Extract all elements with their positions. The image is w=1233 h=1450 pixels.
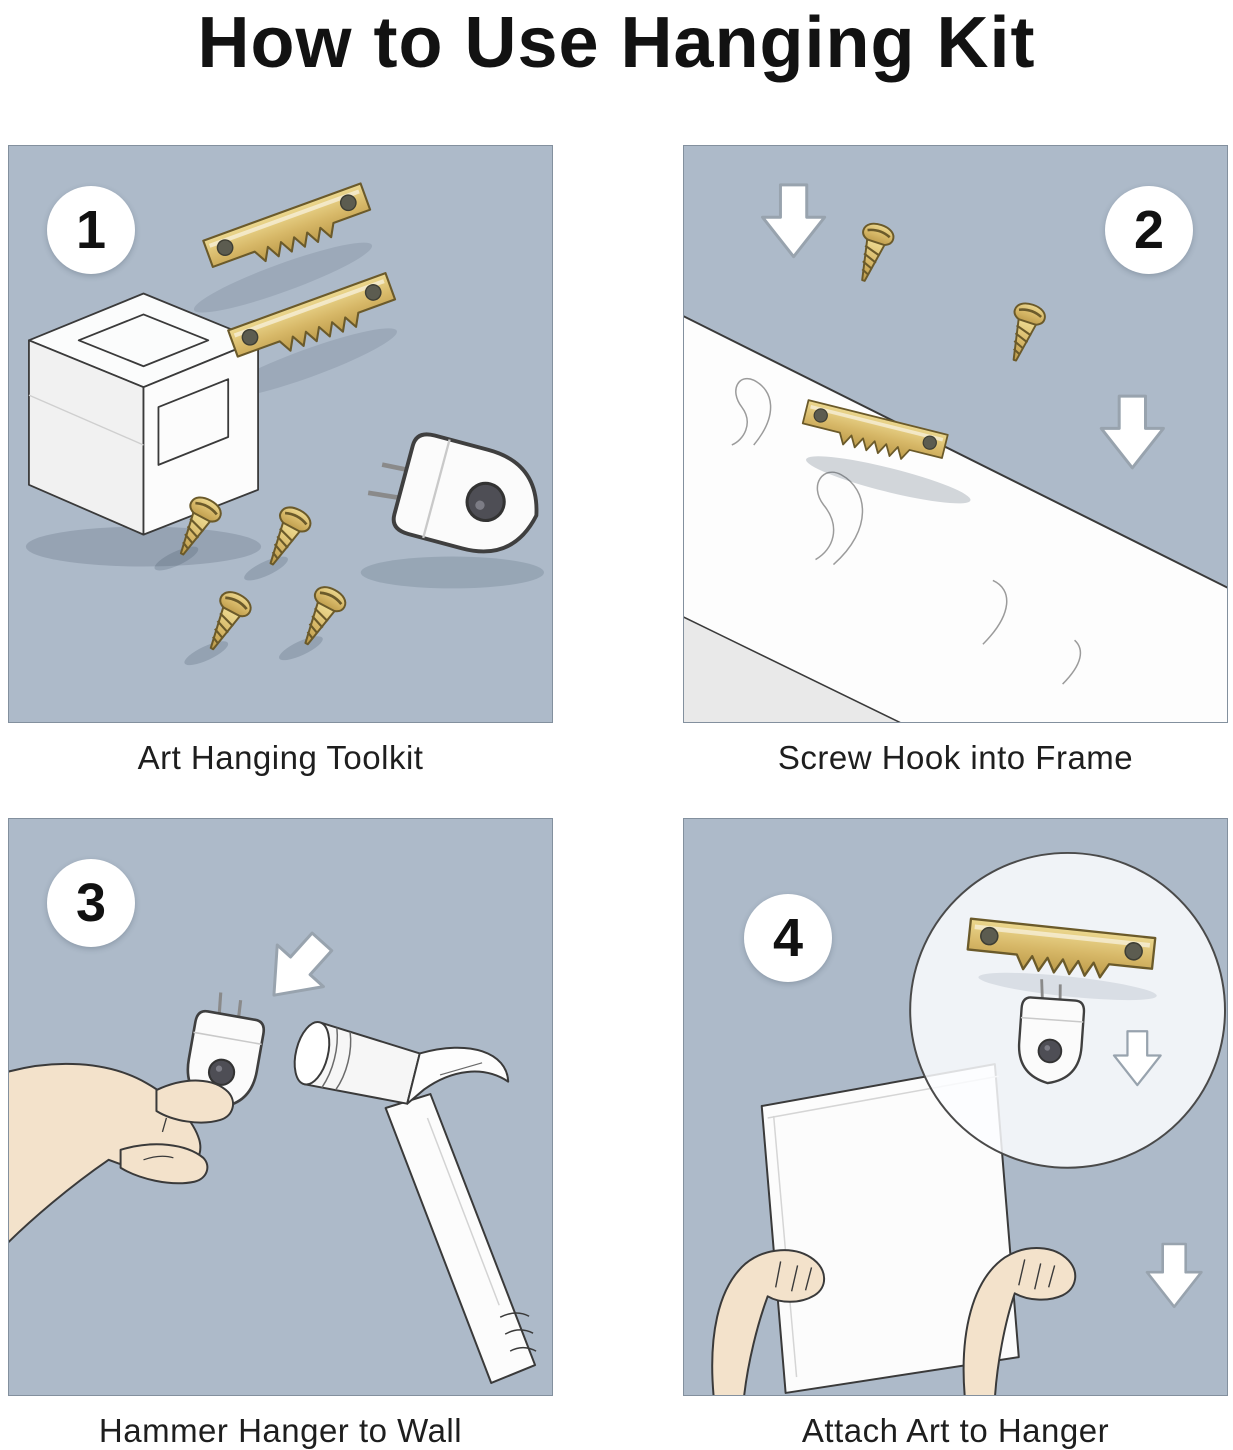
shadow (154, 546, 199, 571)
step-3-illustration-box: 3 (8, 818, 553, 1396)
step-panel-1: 1 (8, 145, 553, 777)
step-caption: Screw Hook into Frame (777, 739, 1134, 776)
step-4-illustration-box: 4 (683, 818, 1228, 1396)
shadow (193, 242, 373, 313)
hand-icon (711, 1249, 826, 1395)
step-1-illustration-box: 1 (8, 145, 553, 723)
step-2-illustration-box: 2 (683, 145, 1228, 723)
step-2-illustration (684, 183, 1227, 722)
storage-box-icon (28, 292, 259, 536)
hardwall-hook-icon (361, 423, 550, 565)
step-panel-3: 3 (8, 818, 553, 1450)
shadow (244, 556, 288, 581)
down-arrow-icon (1099, 394, 1165, 470)
step-caption: Art Hanging Toolkit (137, 739, 424, 776)
hand-icon (962, 1247, 1077, 1395)
step-number-badge: 3 (47, 859, 135, 947)
hand-icon (9, 1062, 235, 1244)
shadow (360, 556, 545, 589)
shadow (25, 526, 262, 567)
step-1-illustration (25, 146, 552, 666)
shadow (806, 456, 971, 504)
screw-icon (847, 218, 898, 287)
shadow (218, 328, 397, 399)
step-caption: Attach Art to Hanger (801, 1412, 1110, 1449)
step-number-badge: 1 (47, 186, 135, 274)
step-number-badge: 2 (1105, 186, 1193, 274)
picture-frame-icon (684, 315, 1227, 722)
down-arrow-icon (249, 919, 347, 1018)
page-title: How to Use Hanging Kit (197, 3, 1036, 83)
down-arrow-icon (761, 183, 827, 259)
shadow (279, 636, 323, 661)
shadow (184, 641, 229, 666)
hammer-icon (293, 1021, 537, 1384)
down-arrow-icon (1145, 1242, 1203, 1309)
screw-icon (998, 298, 1049, 367)
step-panel-4: 4 (683, 818, 1228, 1450)
step-caption: Hammer Hanger to Wall (98, 1412, 463, 1449)
shadow (978, 972, 1157, 1001)
step-3-illustration (9, 919, 537, 1384)
step-panel-2: 2 Screw H (683, 145, 1228, 777)
step-number-badge: 4 (744, 894, 832, 982)
step-4-illustration (711, 851, 1227, 1395)
